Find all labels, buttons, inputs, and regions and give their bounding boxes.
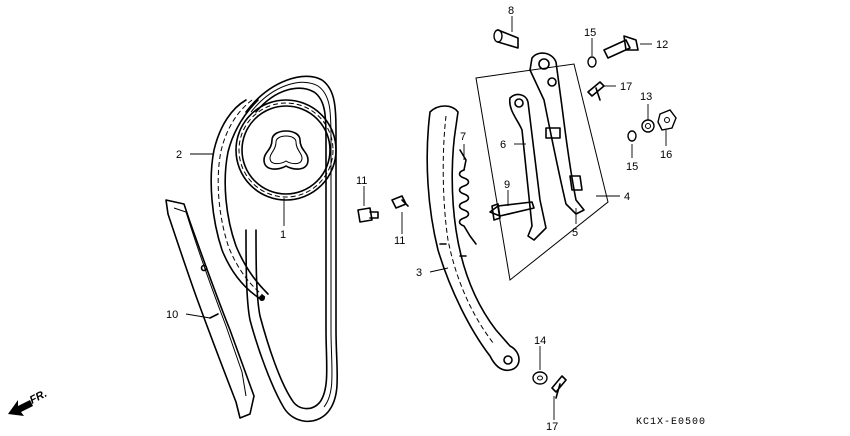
front-direction-arrow: FR.: [8, 388, 49, 416]
callout-17-top: 17: [620, 81, 632, 93]
bolt-8: [493, 29, 519, 49]
callout-15-top: 15: [584, 27, 596, 39]
clip-17-top: [587, 81, 605, 101]
washer-13: [641, 119, 655, 133]
callout-11-left: 11: [356, 175, 367, 187]
washer-15-mid: [627, 130, 637, 142]
pivot-bolt: [489, 201, 535, 221]
chain-guide: [165, 199, 255, 419]
callout-17-bottom: 17: [546, 421, 558, 433]
tensioner-spring: [458, 149, 477, 245]
cam-chain-loop: [245, 75, 339, 423]
callout-13: 13: [640, 91, 652, 103]
clip-17-bottom: [551, 375, 567, 399]
washer-15-top: [587, 56, 597, 68]
washer-14: [532, 371, 548, 385]
callout-5: 5: [572, 227, 578, 239]
callout-10: 10: [166, 309, 178, 321]
callout-15-mid: 15: [626, 161, 638, 173]
callout-3: 3: [416, 267, 422, 279]
callout-1: 1: [280, 229, 286, 241]
direction-label: FR.: [28, 388, 49, 407]
diagram-code: KC1X-E0500: [636, 417, 706, 428]
callout-6: 6: [500, 139, 506, 151]
bolt-11-right: [391, 195, 409, 209]
callout-labels: 1 2 3 4 5 6 7 8 9 10 11 11 12 13 14 15 1…: [166, 5, 672, 433]
callout-12: 12: [656, 39, 668, 51]
callout-14: 14: [534, 335, 546, 347]
tensioner-slipper: [426, 105, 520, 372]
tensioner-arm-group: [475, 52, 609, 281]
callout-8: 8: [508, 5, 514, 17]
callout-16: 16: [660, 149, 672, 161]
callout-4: 4: [624, 191, 630, 203]
callout-9: 9: [504, 179, 510, 191]
nut-16: [657, 109, 677, 131]
cam-chain: [210, 99, 269, 301]
leader-lines: [185, 16, 667, 420]
callout-11-right: 11: [394, 235, 405, 247]
bolt-11-left: [357, 207, 379, 223]
callout-2: 2: [176, 149, 182, 161]
bolt-12: [603, 35, 639, 59]
cam-sprocket: [235, 99, 337, 201]
callout-7: 7: [460, 131, 466, 143]
